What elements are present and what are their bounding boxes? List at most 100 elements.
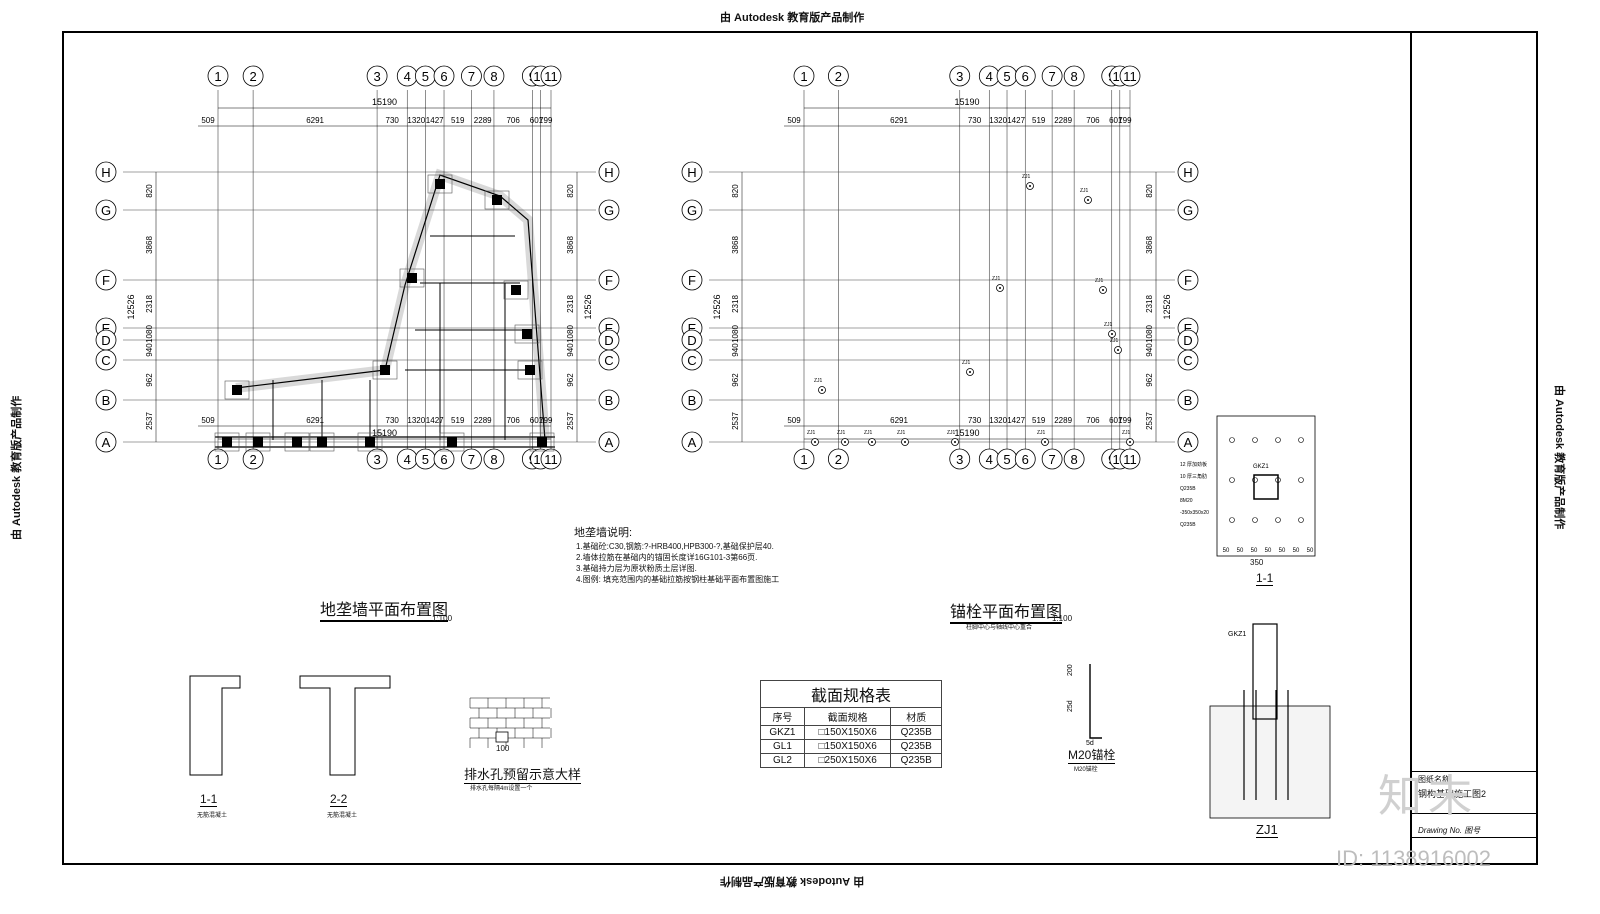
anchor-bolt-center: [871, 441, 873, 443]
table-cell: Q235B: [890, 753, 942, 768]
bolt-hole: [1298, 517, 1304, 523]
drawing-no-label: Drawing No. 图号: [1418, 826, 1481, 835]
detail-label: 8M20: [1180, 498, 1193, 504]
bolt-hole: [1252, 437, 1258, 443]
grid-col-label: 8: [1071, 69, 1078, 84]
table-header: 材质: [890, 707, 942, 726]
grid-row-label: H: [687, 165, 696, 180]
grid-row-label: G: [1183, 203, 1193, 218]
steel-column: [232, 385, 242, 395]
dim-span: 6291: [890, 416, 908, 425]
dim-row-span: 3868: [1145, 236, 1154, 254]
grid-col-label: 3: [956, 69, 963, 84]
steel-column: [511, 285, 521, 295]
detail-dim: 50: [1237, 548, 1244, 554]
dim-row-span: 1080: [1145, 325, 1154, 343]
dim-row-span: 2318: [731, 295, 740, 313]
grid-row-label: B: [605, 393, 614, 408]
grid-col-label: 2: [835, 452, 842, 467]
drawing-name-label: 图纸名称: [1418, 775, 1450, 784]
grid-row-label: E: [1184, 321, 1193, 336]
right-plan-title: 锚栓平面布置图: [950, 598, 1063, 624]
grid-col-label: 4: [986, 69, 993, 84]
dim-span: 519: [1032, 116, 1046, 125]
grid-col-label: 4: [404, 69, 411, 84]
detail-label: GKZ1: [1253, 464, 1269, 470]
grid-col-label: 3: [373, 452, 380, 467]
dim-span: 730: [968, 416, 982, 425]
steel-column: [492, 195, 502, 205]
grid-row-label: H: [604, 165, 613, 180]
grid-bubble: [1177, 161, 1199, 183]
section-2-2-sub: 无筋混凝土: [327, 813, 358, 819]
detail-label: Q235B: [1180, 522, 1196, 528]
column-section: [1253, 474, 1279, 500]
grid-col-label: 5: [422, 452, 429, 467]
bolt-hole: [1275, 517, 1281, 523]
grid-bubble: [95, 161, 117, 183]
footing-outline: [399, 268, 425, 288]
grid-col-label: 6: [440, 69, 447, 84]
grid-row-label: G: [687, 203, 697, 218]
table-cell: GKZ1: [760, 725, 805, 740]
id-label: ID: 1138916002: [1336, 846, 1491, 871]
detail-1-1-width: 350: [1250, 558, 1264, 567]
grid-bubble: [95, 389, 117, 411]
dim-span: 706: [1086, 116, 1100, 125]
anchor-bolt-label: ZJ1: [837, 430, 846, 436]
grid-bubble: [1119, 448, 1141, 470]
footing-outline: [224, 380, 250, 400]
grid-row-label: B: [102, 393, 111, 408]
left-plan-title: 地垄墙平面布置图: [320, 596, 449, 622]
dim-span: 799: [539, 416, 553, 425]
dim-span: 601: [530, 416, 544, 425]
bolt-hole: [1275, 437, 1281, 443]
bolt-hole: [1229, 437, 1235, 443]
grid-bubble: [681, 269, 703, 291]
note-line-4: 4.图例: 填充范围内的基础拉筋按钢柱基础平面布置图施工: [576, 575, 780, 584]
anchor-bolt-center: [1117, 349, 1119, 351]
footing-outline: [245, 432, 271, 452]
table-row: GKZ1 □150X150X6 Q235B: [760, 725, 942, 740]
grid-bubble: [681, 431, 703, 453]
dim-total: 15190: [372, 97, 397, 107]
dim-row-span: 820: [1145, 184, 1154, 198]
dim-row-span: 2537: [566, 412, 575, 430]
grid-bubble: [1014, 65, 1036, 87]
stamp-top: 由 Autodesk 教育版产品制作: [720, 12, 865, 24]
grid-col-label: 5: [1003, 69, 1010, 84]
dim-total: 15190: [954, 97, 979, 107]
anchor-bolt-label: ZJ1: [897, 430, 906, 436]
dim-span: 1427: [426, 116, 444, 125]
anchor-bolt-label: ZJ1: [962, 360, 971, 366]
detail-dim: 50: [1279, 548, 1286, 554]
grid-bubble: [433, 448, 455, 470]
footing-outline: [514, 324, 540, 344]
steel-column: [222, 437, 232, 447]
footing-outline: [427, 174, 453, 194]
zj1-label: ZJ1: [1256, 822, 1278, 838]
grid-bubble: [681, 389, 703, 411]
grid-row-label: D: [687, 333, 696, 348]
anchor-bolt-plan: 11223344556677889910101111HHGGFFEEDDCCBB…: [681, 65, 1199, 470]
anchor-bolt-center: [821, 389, 823, 391]
grid-bubble: [1063, 448, 1085, 470]
section-2-2: [299, 675, 391, 776]
grid-row-label: G: [604, 203, 614, 218]
steel-column: [435, 179, 445, 189]
grid-bubble: [95, 269, 117, 291]
dim-span: 2289: [1054, 116, 1072, 125]
drain-note: 排水孔每隔4m设置一个: [470, 786, 533, 792]
dim-row-span: 2537: [1145, 412, 1154, 430]
dim-span: 706: [1086, 416, 1100, 425]
footing-outline: [439, 432, 465, 452]
grid-col-label: 11: [1123, 452, 1137, 467]
watermark: 知末: [1378, 772, 1478, 821]
steel-column: [447, 437, 457, 447]
anchor-bolt-label: ZJ1: [1104, 322, 1113, 328]
dim-span: 509: [787, 116, 801, 125]
grid-bubble: [483, 448, 505, 470]
grid-bubble: [207, 448, 229, 470]
